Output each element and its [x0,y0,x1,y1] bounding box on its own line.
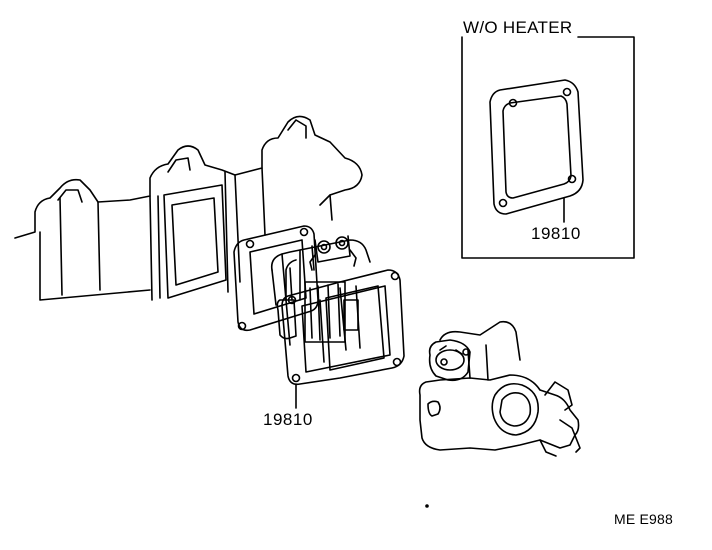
inset-title: W/O HEATER [463,18,573,37]
main-part-number: 19810 [263,410,313,429]
inset-gasket [489,79,584,223]
manifold-gasket [233,225,319,332]
intake-manifold [14,115,363,301]
inset-part-number: 19810 [531,224,581,243]
intake-heater-assembly [270,235,371,346]
figure-code: ME E988 [614,511,673,527]
dot-mark [425,504,429,508]
inset-frame [461,36,635,259]
heater-gasket [281,269,405,409]
throttle-body [418,320,581,457]
